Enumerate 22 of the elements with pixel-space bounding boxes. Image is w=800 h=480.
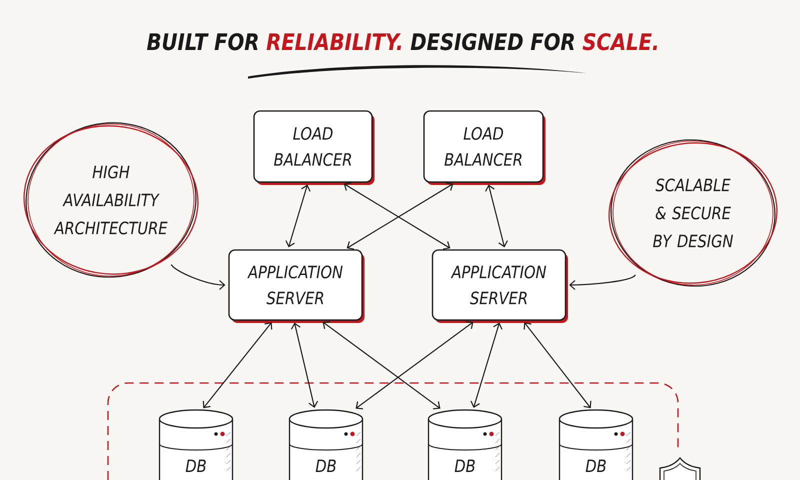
- arrow: [569, 274, 636, 290]
- double-arrow: [485, 184, 508, 248]
- rounded-box: LOAD BALANCER: [423, 110, 546, 185]
- double-arrow: [356, 321, 474, 410]
- title: BUILT FOR RELIABILITY. DESIGNED FOR SCALE.: [147, 33, 658, 79]
- dashed-boundary: [107, 382, 679, 480]
- database-cylinder: DB: [558, 409, 634, 480]
- rounded-box: APPLICATION SERVER: [228, 249, 364, 323]
- double-arrow: [290, 322, 318, 408]
- database-cylinder: DB: [158, 409, 234, 480]
- rounded-box: LOAD BALANCER: [253, 110, 374, 185]
- double-arrow: [285, 184, 311, 248]
- double-arrow: [322, 321, 440, 410]
- double-arrow: [470, 322, 503, 408]
- double-arrow: [524, 322, 592, 408]
- arrow: [170, 264, 226, 290]
- rounded-box: APPLICATION SERVER: [432, 249, 568, 323]
- circled-note: HIGH AVAILABILITY ARCHITECTURE: [24, 122, 198, 278]
- database-cylinder: DB: [428, 409, 502, 480]
- double-arrow: [202, 322, 272, 408]
- database-cylinder: DB: [288, 409, 364, 480]
- circled-note: SCALABLE & SECURE BY DESIGN: [608, 139, 778, 287]
